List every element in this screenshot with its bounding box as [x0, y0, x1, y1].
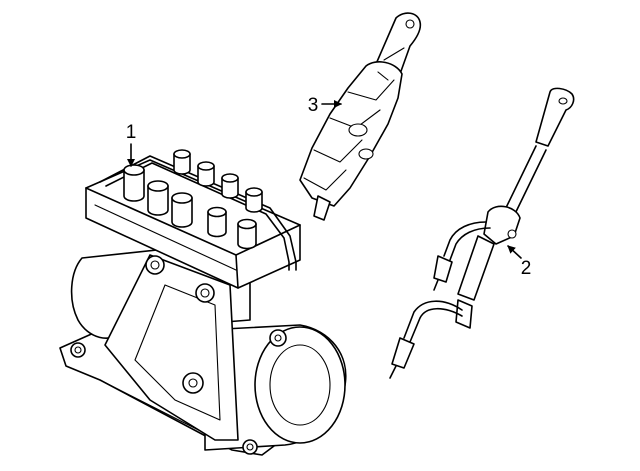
- valve-block-fittings: [123, 149, 263, 250]
- callout-label-1: 1: [126, 122, 137, 143]
- abs-modulator-assembly: [59, 149, 347, 456]
- callout-label-3: 3: [308, 95, 319, 116]
- callout-1: 1: [126, 122, 137, 167]
- speed-sensor: [389, 87, 575, 379]
- control-module: [299, 12, 422, 221]
- bracket-bolts: [70, 255, 287, 455]
- callout-label-2: 2: [521, 258, 532, 279]
- callout-3: 3: [308, 95, 342, 116]
- callout-2: 2: [507, 245, 532, 279]
- callout-arrow-2: [507, 245, 522, 259]
